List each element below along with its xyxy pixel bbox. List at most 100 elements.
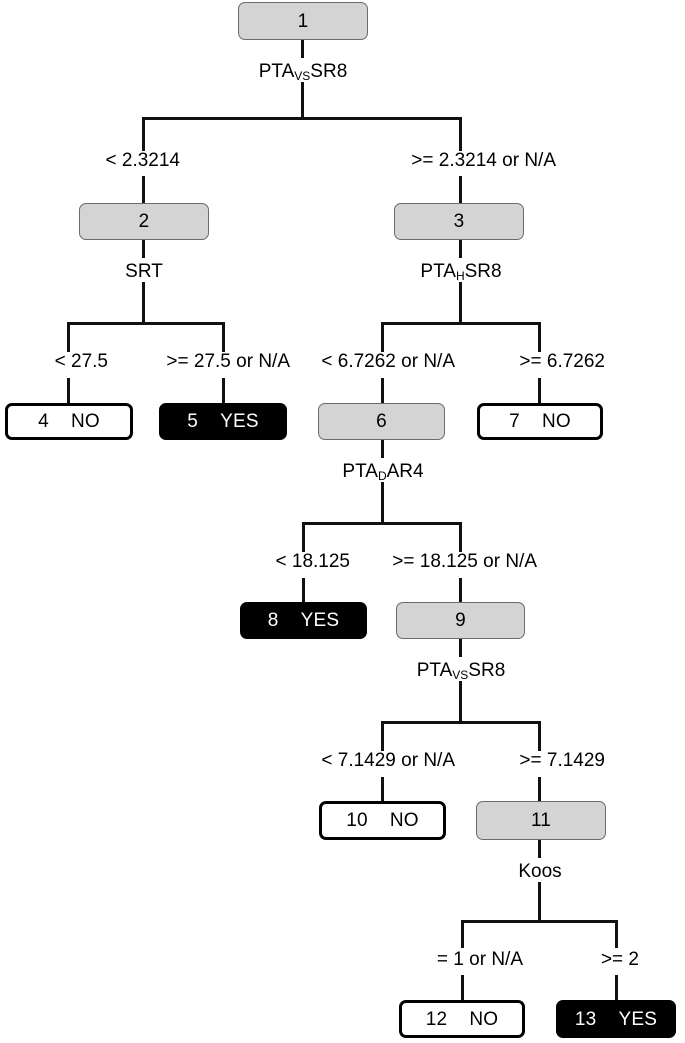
edge-branch-9-11-upper — [538, 721, 541, 751]
node-13-id: 13 — [574, 1008, 597, 1030]
node-8-verdict: YES — [300, 610, 340, 631]
edge-stem-node-3 — [459, 240, 462, 258]
node-1[interactable]: 1 — [238, 2, 368, 40]
split-variable-node-2: SRT — [125, 262, 163, 281]
node-12-id: 12 — [425, 1008, 448, 1030]
split-variable-node-1-base: PTA — [258, 61, 295, 82]
edge-label-11-13: >= 2 — [600, 949, 639, 970]
edge-branch-9-11-lower — [538, 777, 541, 801]
edge-label-2-5: >= 27.5 or N/A — [166, 351, 290, 372]
edge-label-9-10: < 7.1429 or N/A — [321, 750, 455, 771]
edge-branch-1-3-upper — [459, 117, 462, 151]
node-11[interactable]: 11 — [476, 801, 606, 840]
node-13-verdict: YES — [618, 1008, 658, 1030]
edge-branch-2-5-upper — [222, 322, 225, 352]
edge-branch-1-2-lower — [142, 176, 145, 203]
split-variable-node-9-suffix: SR8 — [468, 660, 506, 681]
node-3[interactable]: 3 — [394, 203, 524, 240]
split-variable-node-11: Koos — [518, 862, 561, 881]
edge-branch-11-13-upper — [615, 920, 618, 948]
node-4[interactable]: 4 NO — [5, 403, 133, 440]
node-2[interactable]: 2 — [79, 203, 209, 240]
edge-branch-6-9-lower — [459, 578, 462, 602]
node-5-id: 5 — [187, 411, 199, 432]
edge-drop-node-9 — [459, 681, 462, 721]
edge-label-1-2: < 2.3214 — [105, 150, 181, 171]
split-variable-node-6-sub: D — [377, 469, 387, 483]
edge-label-9-11: >= 7.1429 — [519, 750, 605, 771]
edge-stem-node-2 — [142, 240, 145, 258]
split-variable-node-9: PTAVSSR8 — [416, 660, 506, 682]
edge-branch-1-3-lower — [459, 176, 462, 203]
edge-branch-6-8-upper — [302, 522, 305, 552]
split-variable-node-9-base: PTA — [416, 660, 453, 681]
edge-branch-2-4-upper — [67, 322, 70, 352]
edge-branch-6-8-lower — [302, 578, 305, 602]
split-variable-node-2-base: SRT — [125, 261, 163, 282]
edge-branch-9-10-upper — [381, 721, 384, 751]
split-variable-node-6-base: PTA — [342, 461, 378, 482]
edge-branch-3-7-upper — [538, 322, 541, 352]
split-variable-node-3-base: PTA — [420, 261, 456, 282]
node-12[interactable]: 12 NO — [399, 1000, 525, 1038]
edge-bar-node-3 — [381, 322, 541, 325]
split-variable-node-1-suffix: SR8 — [310, 61, 348, 82]
node-4-verdict: NO — [70, 411, 100, 432]
edge-branch-3-7-lower — [538, 378, 541, 403]
node-4-id: 4 — [38, 411, 49, 432]
edge-drop-node-11 — [538, 882, 541, 920]
node-9-id: 9 — [455, 610, 466, 631]
node-5[interactable]: 5 YES — [159, 403, 287, 440]
edge-bar-node-6 — [302, 522, 462, 525]
edge-branch-11-12-lower — [461, 975, 464, 1000]
edge-branch-2-5-lower — [222, 378, 225, 403]
edge-bar-node-11 — [461, 920, 617, 923]
node-7[interactable]: 7 NO — [477, 403, 603, 440]
split-variable-node-9-sub: VS — [452, 668, 469, 682]
edge-label-6-9: >= 18.125 or N/A — [392, 551, 537, 572]
edge-stem-node-9 — [459, 639, 462, 657]
split-variable-node-3-suffix: SR8 — [464, 261, 502, 282]
split-variable-node-6-suffix: AR4 — [386, 461, 424, 482]
edge-label-6-8: < 18.125 — [275, 551, 351, 572]
edge-branch-9-10-lower — [381, 777, 384, 801]
split-variable-node-1-sub: VS — [294, 69, 311, 83]
node-10[interactable]: 10 NO — [319, 801, 446, 840]
node-5-verdict: YES — [220, 411, 259, 432]
edge-label-3-6: < 6.7262 or N/A — [321, 351, 455, 372]
node-9[interactable]: 9 — [396, 602, 525, 639]
edge-stem-node-6 — [381, 440, 384, 458]
node-6-id: 6 — [376, 411, 387, 432]
edge-label-1-3: >= 2.3214 or N/A — [411, 150, 556, 171]
edge-stem-node-1 — [301, 40, 304, 58]
edge-drop-node-1 — [301, 82, 304, 117]
node-8[interactable]: 8 YES — [240, 602, 367, 639]
node-7-verdict: NO — [541, 411, 571, 432]
node-7-id: 7 — [509, 411, 520, 432]
edge-branch-1-2-upper — [142, 117, 145, 151]
split-variable-node-6: PTADAR4 — [342, 461, 424, 483]
split-variable-node-11-base: Koos — [518, 861, 562, 882]
node-8-id: 8 — [267, 610, 279, 631]
node-3-id: 3 — [453, 211, 465, 232]
node-11-id: 11 — [530, 810, 552, 831]
edge-branch-11-13-lower — [615, 975, 618, 1000]
node-2-id: 2 — [138, 211, 150, 232]
edge-drop-node-3 — [459, 282, 462, 322]
node-10-id: 10 — [346, 810, 368, 831]
node-10-verdict: NO — [389, 810, 419, 831]
edge-drop-node-2 — [142, 282, 145, 322]
edge-branch-11-12-upper — [461, 920, 464, 948]
edge-label-2-4: < 27.5 — [54, 351, 108, 372]
split-variable-node-1: PTAVSSR8 — [258, 61, 348, 83]
node-6[interactable]: 6 — [318, 403, 445, 440]
edge-label-11-12: = 1 or N/A — [436, 949, 523, 970]
edge-label-3-7: >= 6.7262 — [519, 351, 605, 372]
edge-drop-node-6 — [381, 482, 384, 522]
edge-bar-node-1 — [142, 117, 462, 120]
split-variable-node-3: PTAHSR8 — [420, 261, 502, 282]
edge-branch-6-9-upper — [459, 522, 462, 552]
node-13[interactable]: 13 YES — [556, 1000, 676, 1038]
edge-branch-3-6-upper — [381, 322, 384, 352]
